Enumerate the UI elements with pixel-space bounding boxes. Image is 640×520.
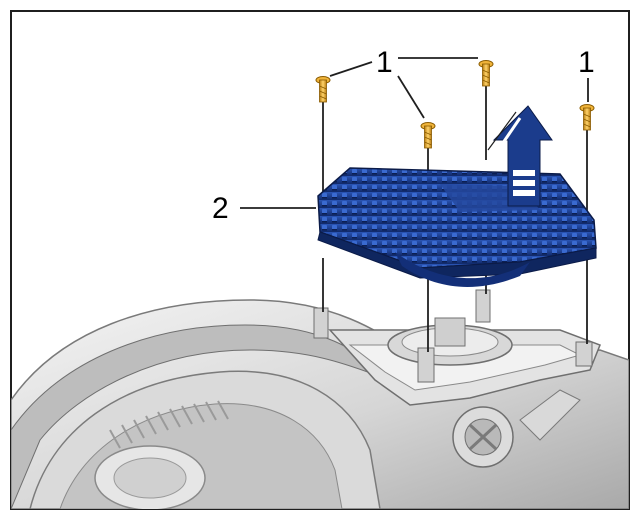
callout-label-1-right: 1: [578, 46, 595, 79]
screw-icon: [579, 104, 595, 131]
leader-lines: [240, 57, 589, 209]
callout-label-2: 2: [212, 192, 229, 225]
screw-icon: [478, 60, 494, 87]
callout-label-1: 1: [376, 46, 393, 79]
screw-icon: [315, 76, 331, 103]
headlight-housing: [11, 289, 629, 509]
up-arrow-icon: [487, 105, 553, 207]
screw-icon: [420, 122, 436, 149]
